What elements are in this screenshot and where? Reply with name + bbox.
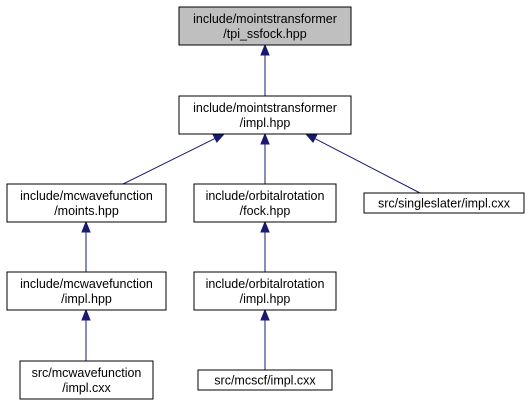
edge-mointstransformer_impl-to-tpi_ssfock — [260, 43, 270, 96]
arrowhead — [81, 308, 91, 321]
node-label-line: include/mcwavefunction — [20, 189, 153, 203]
node-mcwavefunction-moints[interactable]: include/mcwavefunction/moints.hpp — [6, 183, 167, 223]
node-label-line: /impl.hpp — [240, 292, 291, 306]
edge-orbitalrotation_fock-to-mointstransformer_impl — [260, 132, 270, 184]
edge-mcwavefunction_impl_cxx-to-mcwavefunction_impl — [81, 308, 91, 361]
node-orbitalrotation-impl[interactable]: include/orbitalrotation/impl.hpp — [193, 271, 337, 311]
node-label-line: src/mcwavefunction — [32, 366, 142, 380]
arrowhead — [81, 220, 91, 233]
edge-orbitalrotation_impl-to-orbitalrotation_fock — [260, 220, 270, 272]
node-label-line: include/orbitalrotation — [206, 277, 325, 291]
node-box — [19, 360, 154, 400]
arrowhead — [260, 308, 270, 321]
node-label-line: /impl.cxx — [62, 381, 111, 395]
node-label-line: src/mcscf/impl.cxx — [214, 374, 316, 388]
node-mcscf-impl-cxx[interactable]: src/mcscf/impl.cxx — [197, 369, 333, 391]
node-label-line: /impl.hpp — [240, 116, 291, 130]
edge-mcwavefunction_impl-to-mcwavefunction_moints — [81, 220, 91, 272]
node-tpi-ssfock: include/mointstransformer/tpi_ssfock.hpp — [178, 6, 352, 46]
edge-line — [314, 138, 421, 194]
node-orbitalrotation-fock[interactable]: include/orbitalrotation/fock.hpp — [193, 183, 337, 223]
edge-line — [122, 137, 216, 185]
nodes-layer: include/mointstransformer/tpi_ssfock.hpp… — [6, 6, 525, 400]
node-label-line: src/singleslater/impl.cxx — [378, 197, 511, 211]
node-box — [197, 369, 333, 391]
node-label-line: include/mointstransformer — [193, 12, 337, 26]
edges-layer — [81, 43, 421, 370]
node-box — [178, 95, 352, 135]
node-box — [193, 183, 337, 223]
arrowhead — [260, 43, 270, 56]
node-label-line: /tpi_ssfock.hpp — [223, 27, 306, 41]
arrowhead — [260, 132, 270, 145]
node-label-line: /moints.hpp — [54, 204, 119, 218]
arrowhead — [260, 220, 270, 233]
arrowhead — [304, 133, 318, 143]
node-label-line: include/mcwavefunction — [20, 277, 153, 291]
node-label-line: /fock.hpp — [240, 204, 291, 218]
node-box — [6, 183, 167, 223]
node-mointstransformer-impl[interactable]: include/mointstransformer/impl.hpp — [178, 95, 352, 135]
node-label-line: include/orbitalrotation — [206, 189, 325, 203]
node-singleslater-impl-cxx[interactable]: src/singleslater/impl.cxx — [363, 192, 525, 214]
node-label-line: /impl.hpp — [61, 292, 112, 306]
node-mcwavefunction-impl-cxx[interactable]: src/mcwavefunction/impl.cxx — [19, 360, 154, 400]
node-box — [6, 271, 167, 311]
node-box — [363, 192, 525, 214]
edge-mcscf_impl_cxx-to-orbitalrotation_impl — [260, 308, 270, 370]
node-box — [193, 271, 337, 311]
node-mcwavefunction-impl[interactable]: include/mcwavefunction/impl.hpp — [6, 271, 167, 311]
edge-mcwavefunction_moints-to-mointstransformer_impl — [122, 133, 226, 185]
arrowhead — [212, 133, 226, 143]
node-label-line: include/mointstransformer — [193, 101, 337, 115]
node-box — [178, 6, 352, 46]
